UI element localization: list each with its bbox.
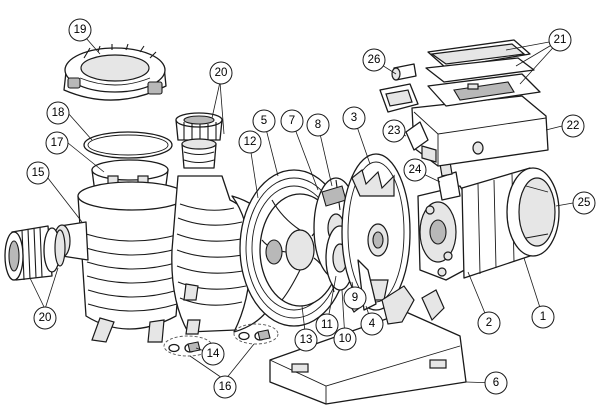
svg-text:21: 21 [554,34,567,46]
svg-text:9: 9 [352,292,358,304]
callout-23: 23 [382,119,406,143]
callout-22: 22 [561,114,585,138]
wiring-connector [437,161,461,201]
control-panel-cover [425,39,541,107]
svg-text:23: 23 [388,125,401,137]
svg-text:1: 1 [540,311,546,323]
svg-text:8: 8 [315,119,321,131]
variable-drive-housing [411,95,549,167]
pump-base [269,285,467,405]
callout-14: 14 [201,342,225,366]
cable-gland [379,63,419,113]
callout-18: 18 [46,101,70,125]
svg-text:22: 22 [567,120,580,132]
seal-plate [341,153,411,311]
callout-10: 10 [333,327,357,351]
svg-text:25: 25 [578,197,591,209]
svg-text:13: 13 [300,334,313,346]
svg-text:3: 3 [351,112,357,124]
svg-text:17: 17 [51,137,64,149]
callout-13: 13 [294,328,318,352]
callout-21: 21 [548,28,572,52]
callout-12: 12 [238,130,262,154]
svg-text:19: 19 [74,24,87,36]
svg-text:4: 4 [369,318,376,330]
svg-text:24: 24 [409,164,422,176]
motor [461,167,560,279]
callout-3: 3 [342,106,366,130]
callout-8: 8 [306,113,330,137]
callout-5: 5 [252,109,276,133]
svg-text:11: 11 [321,319,333,331]
callout-25: 25 [572,191,596,215]
callout-15: 15 [26,161,50,185]
terminal-cover [405,121,429,151]
svg-text:14: 14 [207,348,220,360]
svg-text:10: 10 [339,333,352,345]
callout-20-left: 20 [33,306,57,330]
svg-text:2: 2 [486,317,492,329]
svg-text:20: 20 [215,67,228,79]
callout-4: 4 [360,312,384,336]
svg-text:26: 26 [368,54,381,66]
callout-19: 19 [68,18,92,42]
svg-text:15: 15 [32,167,45,179]
lid-o-ring [83,131,173,159]
strainer-lid [63,43,167,101]
callout-2: 2 [477,311,501,335]
svg-text:5: 5 [261,115,267,127]
callout-9: 9 [343,286,367,310]
svg-text:7: 7 [289,115,295,127]
callout-24: 24 [403,158,427,182]
outlet-union-fitting [175,112,223,169]
strainer-housing [53,181,187,343]
svg-text:16: 16 [219,381,232,393]
callout-17: 17 [45,131,69,155]
callout-20-top: 20 [209,61,233,85]
drain-plugs [163,323,279,357]
motor-bracket [417,185,475,281]
inlet-union-fitting [4,225,66,281]
svg-text:18: 18 [52,107,65,119]
svg-text:6: 6 [493,377,499,389]
callout-16: 16 [213,375,237,399]
callout-6: 6 [484,371,508,395]
svg-text:20: 20 [39,312,52,324]
callout-11: 11 [315,313,339,337]
callout-26: 26 [362,48,386,72]
callout-7: 7 [280,109,304,133]
callout-1: 1 [531,305,555,329]
svg-text:12: 12 [244,136,257,148]
